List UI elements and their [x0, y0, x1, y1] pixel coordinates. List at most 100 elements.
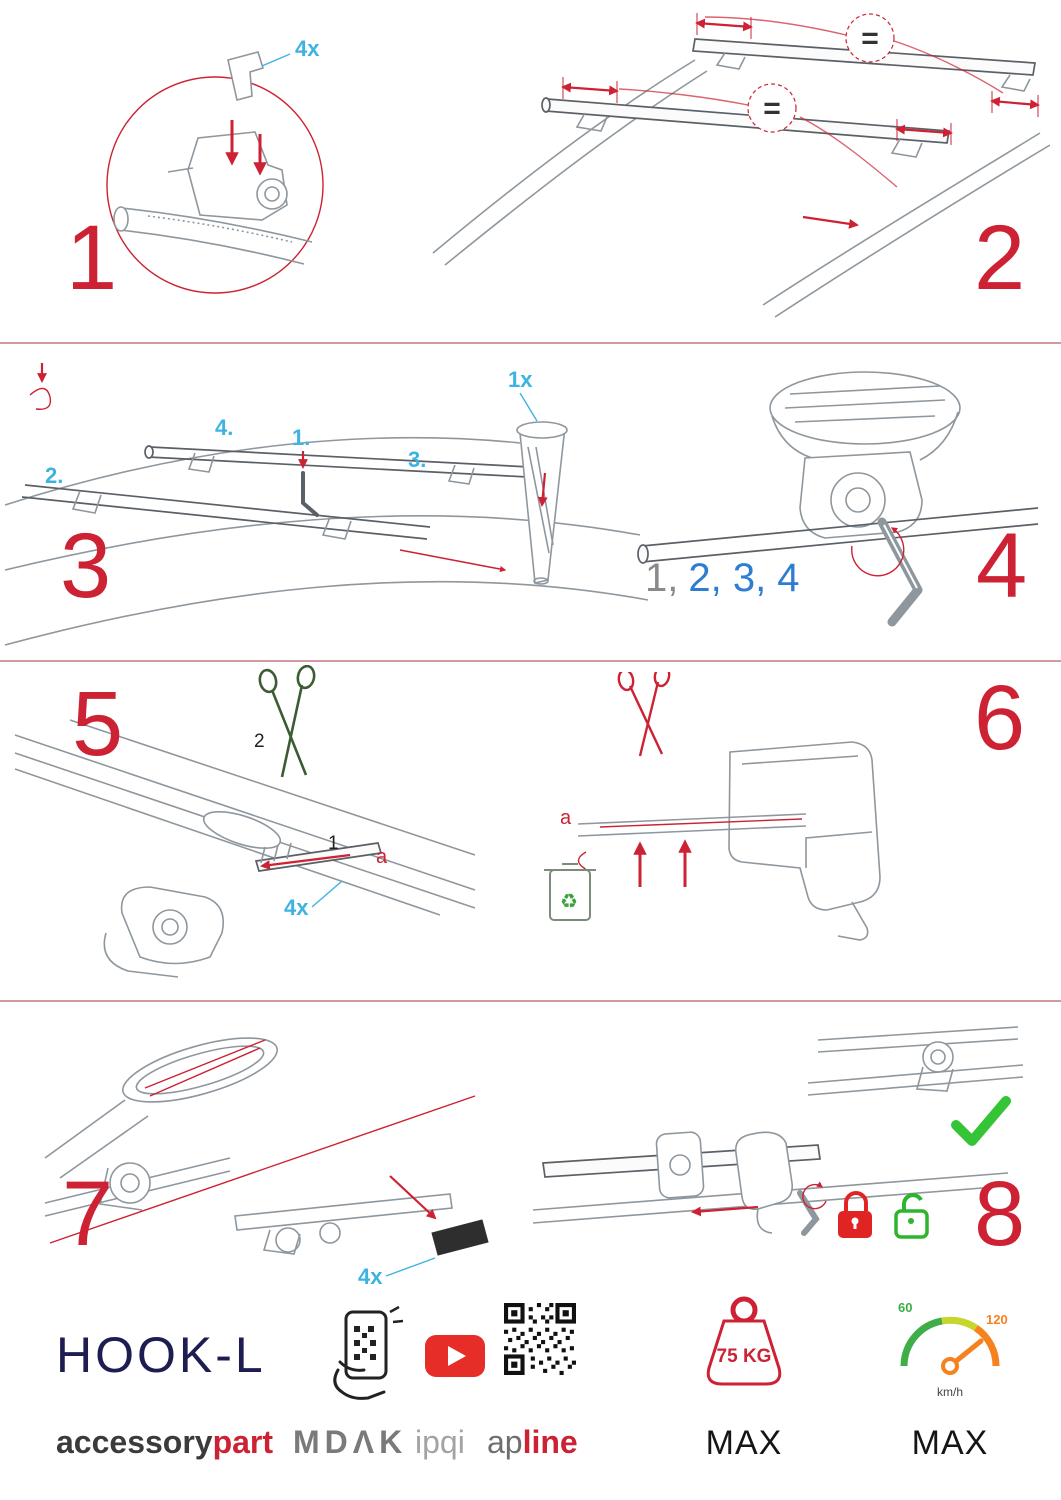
step5-insert-label: 1: [328, 833, 339, 854]
step3-label-4: 4.: [215, 415, 233, 440]
brand-accessorypart: accessorypart: [56, 1424, 273, 1461]
step1-illustration: 4x: [106, 36, 324, 294]
step5-cut-label: 2: [254, 731, 265, 752]
equal-sign-bottom: =: [763, 92, 781, 125]
brand-apline: apline: [487, 1424, 578, 1461]
guide-line: [49, 1095, 476, 1244]
foot-pad: [769, 371, 961, 461]
brand-accessory-gray: accessory: [56, 1424, 213, 1460]
step5-illustration: 2 1 a 4x: [14, 665, 476, 978]
step6-strip-label: a: [560, 807, 572, 829]
crossbar-tube: [113, 206, 313, 265]
push-up-arrows: [633, 839, 692, 887]
clip-part: [227, 51, 265, 101]
step7-count-label: 4x: [358, 1264, 383, 1289]
padlock-open-icon: [894, 1193, 929, 1239]
weight-icon: 75 KG: [706, 1296, 782, 1386]
roof-rails: [432, 59, 1050, 318]
clamp-bracket: [167, 131, 288, 221]
hex-key: [877, 517, 923, 627]
step4-illustration: [637, 371, 1039, 627]
step3-label-1: 1.: [292, 425, 310, 450]
count-callout-line: [311, 880, 343, 908]
speed-high-label: 120: [986, 1312, 1008, 1327]
step3-number: 3: [60, 515, 112, 617]
step8-illustration: [532, 1026, 1024, 1239]
padlock-closed-icon: [838, 1191, 872, 1238]
step7-illustration: 4x: [44, 1037, 489, 1289]
insert-arrow: [260, 853, 351, 870]
lock-assembly: [532, 1131, 1009, 1236]
clamp-body: [103, 886, 224, 978]
step3-label-2: 2.: [45, 463, 63, 488]
step2-number: 2: [974, 207, 1026, 309]
recycle-glyph: ♻: [560, 891, 578, 913]
end-cap: [431, 1219, 489, 1256]
equalize-arrows: [561, 13, 1040, 229]
step5-strip-label: a: [376, 846, 388, 868]
final-check-assembly: [807, 1026, 1024, 1096]
product-name: HOOK-L: [56, 1327, 266, 1383]
weight-value: 75 KG: [717, 1346, 772, 1367]
brand-ipqi: ipqi: [415, 1424, 465, 1460]
bar-end-cap-assembly: [234, 1175, 489, 1256]
step7-number: 7: [62, 1163, 114, 1265]
section-divider: [0, 1000, 1061, 1002]
scissors-icon-red: [617, 672, 671, 757]
section-divider: [0, 342, 1061, 344]
trash-icon: ♻: [544, 863, 596, 921]
rotate-arrow: [851, 527, 905, 577]
phone-qr-icon: [333, 1305, 404, 1400]
fit-bracket: [728, 741, 881, 941]
step4-sequence: 1,2, 3, 4: [645, 556, 800, 601]
step6-number: 6: [974, 667, 1026, 769]
equal-sign-top: =: [861, 22, 879, 55]
scissors-icon: [258, 665, 316, 778]
step1-number: 1: [66, 207, 118, 309]
step6-illustration: a ♻: [544, 672, 881, 941]
speed-max-label: MAX: [911, 1424, 989, 1462]
step2-illustration: = =: [432, 13, 1050, 318]
brand-accessory-red: part: [212, 1424, 274, 1460]
step5-count-label: 4x: [284, 895, 309, 920]
mini-qr: [354, 1326, 376, 1360]
crossbars: [21, 445, 531, 540]
count-callout-line: [261, 53, 291, 67]
bar-to-funnel-arrow: [399, 549, 507, 573]
step3-label-3: 3.: [408, 447, 426, 472]
step3-illustration: 2. 4. 1. 3. 1x: [4, 363, 649, 646]
step5-number: 5: [72, 673, 124, 775]
speed-unit-label: km/h: [937, 1385, 963, 1399]
slide-arrow: [691, 1205, 759, 1217]
speed-low-label: 60: [898, 1300, 912, 1315]
section-divider: [0, 660, 1061, 662]
rail-opening: [202, 811, 282, 849]
brand-apline-gray: ap: [487, 1424, 523, 1460]
count-callout-line: [385, 1257, 436, 1277]
tighten-curl: [29, 363, 52, 410]
step4-number: 4: [976, 515, 1028, 617]
step1-count-label: 4x: [295, 36, 320, 61]
clamp-body: [799, 451, 923, 539]
youtube-icon: [425, 1335, 485, 1377]
insert-arrows: [225, 120, 267, 176]
magnifier-circle: [106, 76, 324, 294]
check-icon: [951, 1096, 1011, 1146]
rail-end-opening: [44, 1037, 278, 1217]
count-callout-line: [519, 392, 538, 422]
equal-callouts: = =: [618, 13, 1004, 188]
strip-funnel: [516, 421, 568, 585]
brand-mdak: MDΛK: [293, 1424, 408, 1460]
step8-number: 8: [974, 1163, 1026, 1265]
crossbar: [577, 813, 807, 837]
sequence-done: 1,: [645, 556, 679, 600]
qr-code: [504, 1303, 576, 1375]
hex-key-small: [298, 451, 319, 517]
sequence-remaining: 2, 3, 4: [688, 556, 800, 600]
brand-apline-red: line: [522, 1424, 578, 1460]
speedometer-icon: 60 120 km/h: [898, 1300, 1008, 1399]
weight-max-label: MAX: [705, 1424, 783, 1462]
step3-count-label: 1x: [508, 367, 533, 392]
clamp-small: [99, 1162, 151, 1211]
